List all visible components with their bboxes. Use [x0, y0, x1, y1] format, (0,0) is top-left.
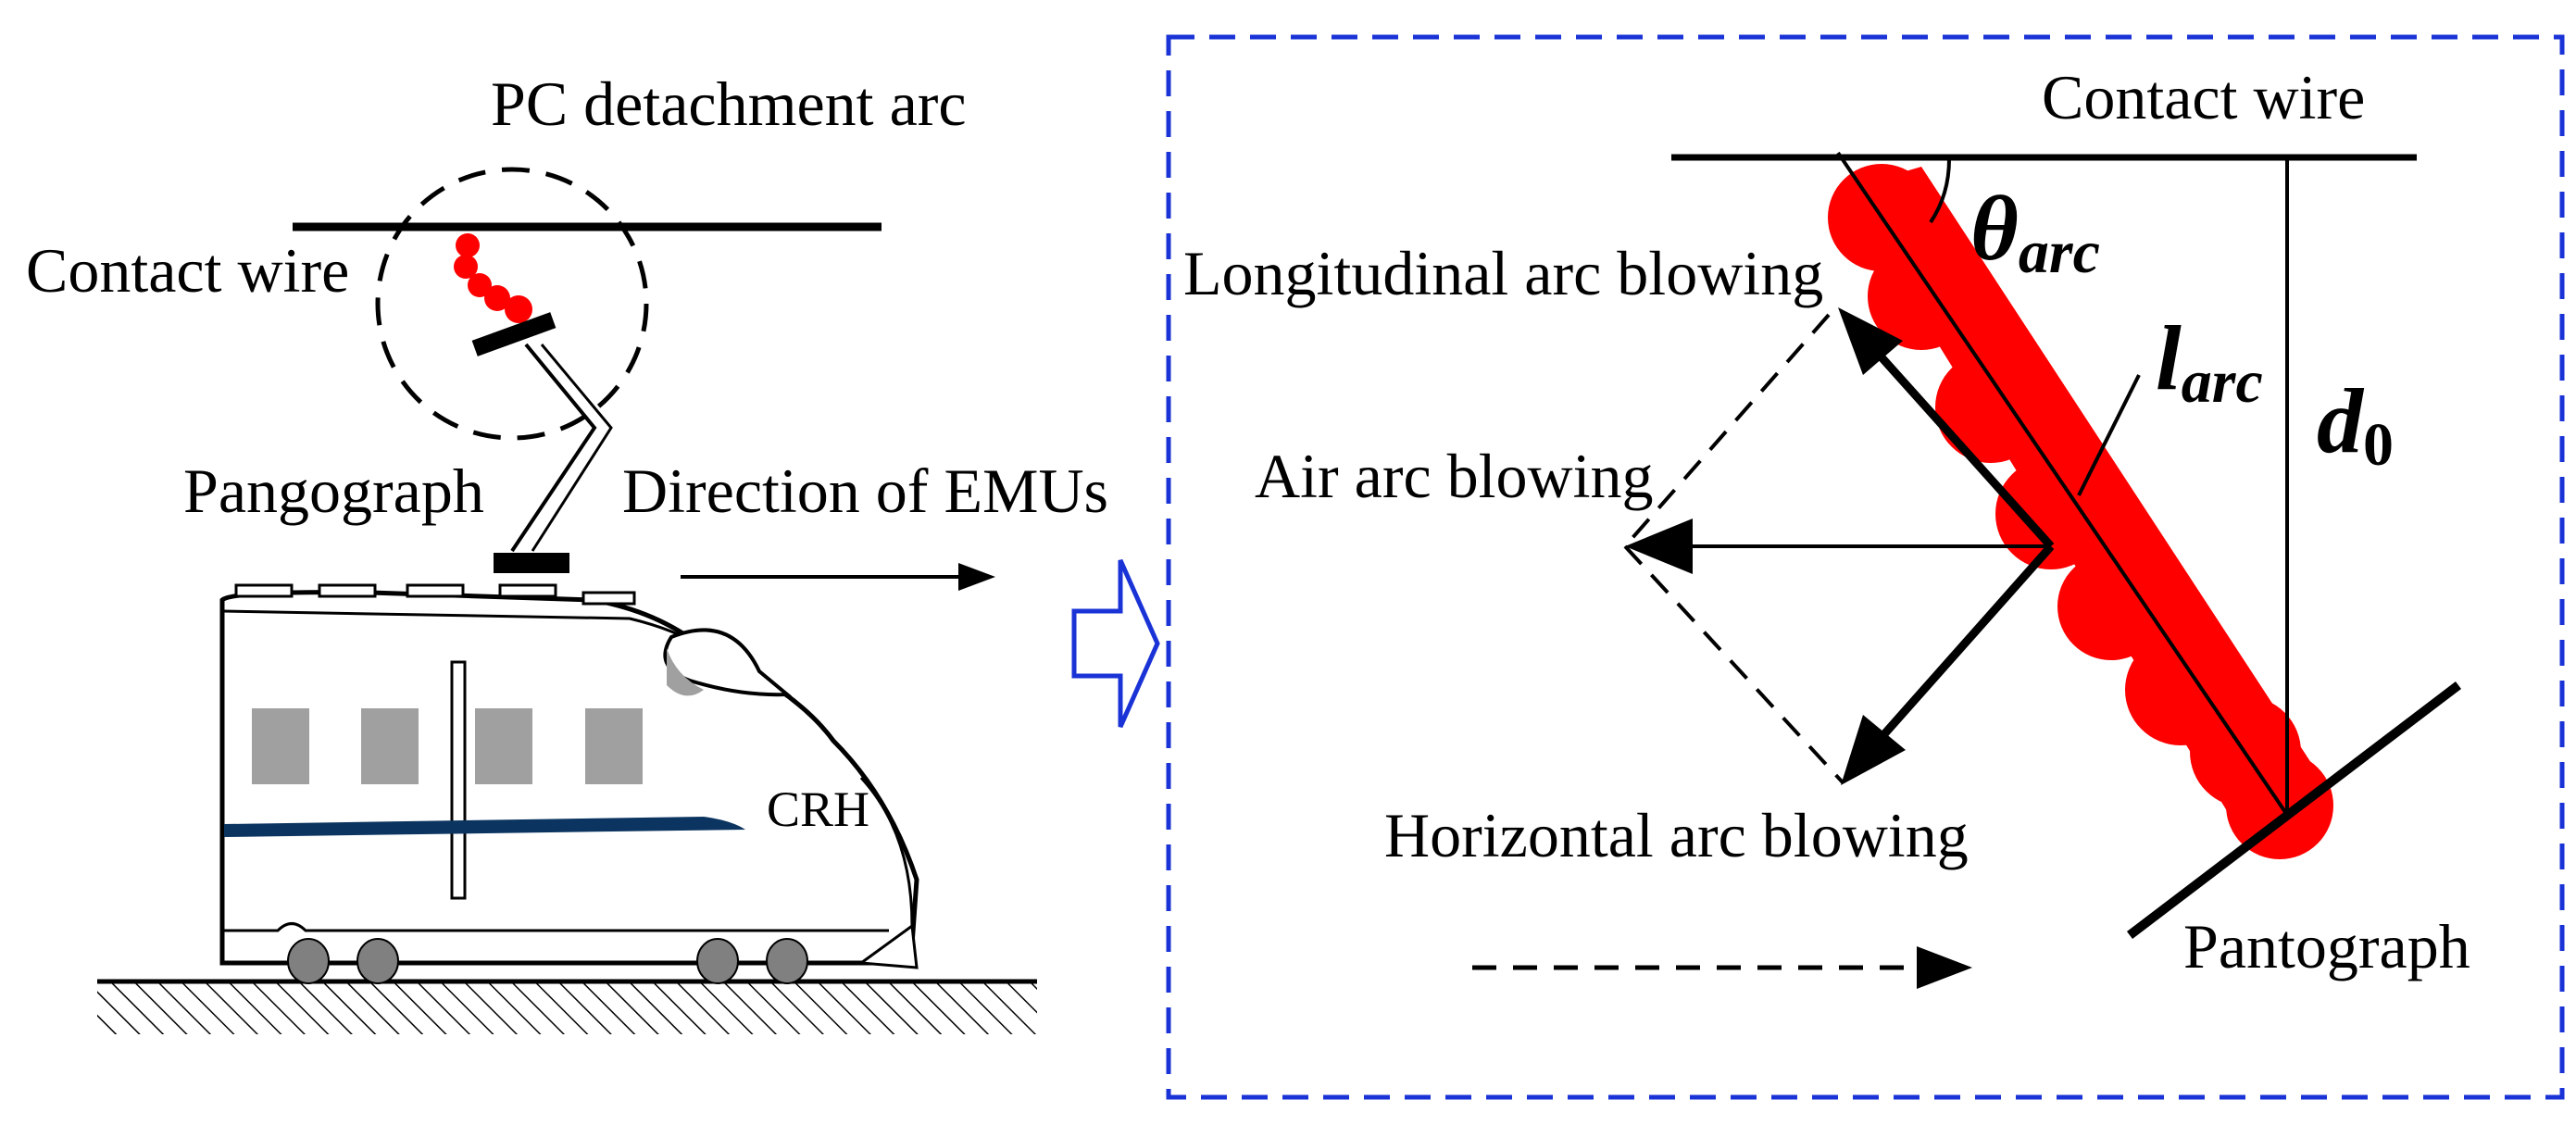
l-arc-symbol: larc — [2156, 306, 2263, 416]
passenger-windows — [252, 708, 643, 784]
pantograph-label: Pantograph — [2183, 911, 2470, 981]
train-cowcatcher — [857, 923, 919, 969]
force-dashed-edge-upper — [1623, 313, 1831, 548]
horizontal-arc-blowing-label: Horizontal arc blowing — [1384, 800, 1969, 870]
force-dashed-edge-lower — [1623, 544, 1844, 784]
right-panel: Contact wire Longitudinal arc blowing Ai… — [1166, 34, 2565, 1100]
pc-detachment-arc-label: PC detachment arc — [491, 69, 967, 139]
train-mark: CRH — [767, 781, 869, 837]
zoom-frame — [1166, 34, 2565, 1100]
pantograph-arm-inner — [531, 344, 613, 552]
theta-symbol: θ — [1970, 177, 2019, 280]
train-wheels — [287, 938, 808, 984]
theta-arc-symbol: θarc — [1970, 177, 2100, 286]
ground-hatch — [97, 983, 1037, 1034]
longitudinal-arrowhead — [1838, 307, 1903, 375]
longitudinal-blowing-arrow — [1846, 319, 2055, 550]
train: CRH — [219, 583, 919, 984]
left-panel: CRH PC detachment arc Contact wire Pango… — [26, 69, 1108, 1034]
d-symbol: d — [2317, 369, 2365, 472]
pantograph-arm — [510, 343, 597, 553]
pangograph-label: Pangograph — [183, 456, 484, 526]
right-contact-wire-label: Contact wire — [2042, 62, 2365, 132]
longitudinal-arc-blowing-label: Longitudinal arc blowing — [1183, 238, 1823, 308]
cab-window-shade — [667, 648, 704, 696]
direction-arrowhead — [958, 563, 995, 591]
left-contact-wire-label: Contact wire — [26, 235, 349, 306]
left-collector-head — [471, 312, 556, 356]
horizontal-arrowhead — [1841, 715, 1906, 785]
train-stripe — [224, 817, 745, 837]
pantograph-base — [494, 553, 569, 573]
train-body — [219, 590, 919, 966]
l-arc-leader — [2077, 374, 2141, 496]
d0-symbol: d0 — [2317, 369, 2394, 479]
motion-direction-arrowhead — [1917, 946, 1972, 989]
transition-arrow-icon — [1071, 558, 1160, 729]
right-pantograph-line — [2126, 681, 2462, 939]
air-arrowhead — [1625, 519, 1693, 574]
direction-of-emus-label: Direction of EMUs — [622, 456, 1108, 526]
train-skirt — [222, 922, 889, 932]
left-arc-dots — [454, 233, 532, 323]
horizontal-blowing-arrow — [1865, 544, 2055, 755]
arc-axis — [1836, 151, 2289, 817]
theta-angle-arc — [1929, 158, 1951, 224]
air-arc-blowing-label: Air arc blowing — [1255, 441, 1654, 511]
l-subscript: arc — [2182, 348, 2263, 416]
train-nose-line — [859, 776, 914, 927]
l-symbol: l — [2156, 306, 2182, 409]
roof-fairings — [234, 583, 636, 606]
theta-subscript: arc — [2019, 219, 2100, 286]
d-subscript: 0 — [2363, 411, 2394, 479]
detachment-arc-circle — [375, 167, 649, 441]
train-door — [450, 660, 467, 900]
